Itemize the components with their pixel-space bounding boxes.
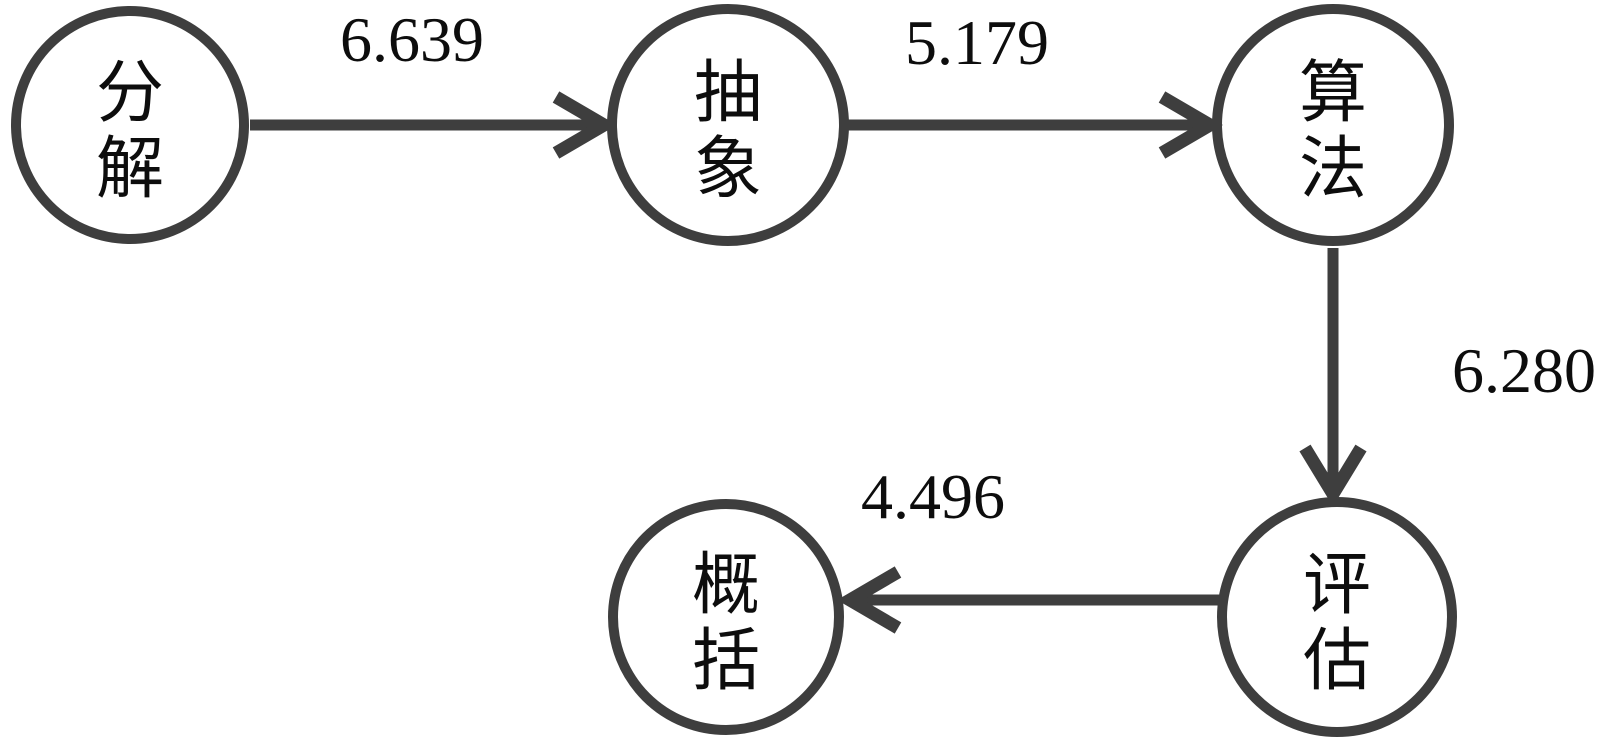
- edge-arrow-decompose-abstract: [250, 91, 617, 159]
- node-label-evaluate: 评估: [1302, 547, 1371, 699]
- edge-weight-abstract-algorithm: 5.179: [905, 7, 1049, 78]
- edge-arrow-evaluate-generalize: [837, 566, 1219, 634]
- node-label-abstract: 抽象: [693, 55, 762, 207]
- edge-weight-decompose-abstract: 6.639: [340, 4, 484, 75]
- edge-weight-evaluate-generalize: 4.496: [861, 461, 1005, 532]
- edge-arrow-abstract-algorithm: [848, 91, 1223, 159]
- node-label-generalize: 概括: [691, 547, 760, 699]
- edge-arrow-algorithm-evaluate: [1299, 248, 1367, 507]
- node-circle-generalize: [608, 499, 844, 735]
- node-circle-evaluate: [1217, 497, 1457, 737]
- node-circle-decompose: [11, 6, 249, 244]
- node-label-algorithm: 算法: [1298, 55, 1367, 207]
- node-label-decompose: 分解: [95, 55, 164, 207]
- edge-weight-algorithm-evaluate: 6.280: [1452, 335, 1596, 406]
